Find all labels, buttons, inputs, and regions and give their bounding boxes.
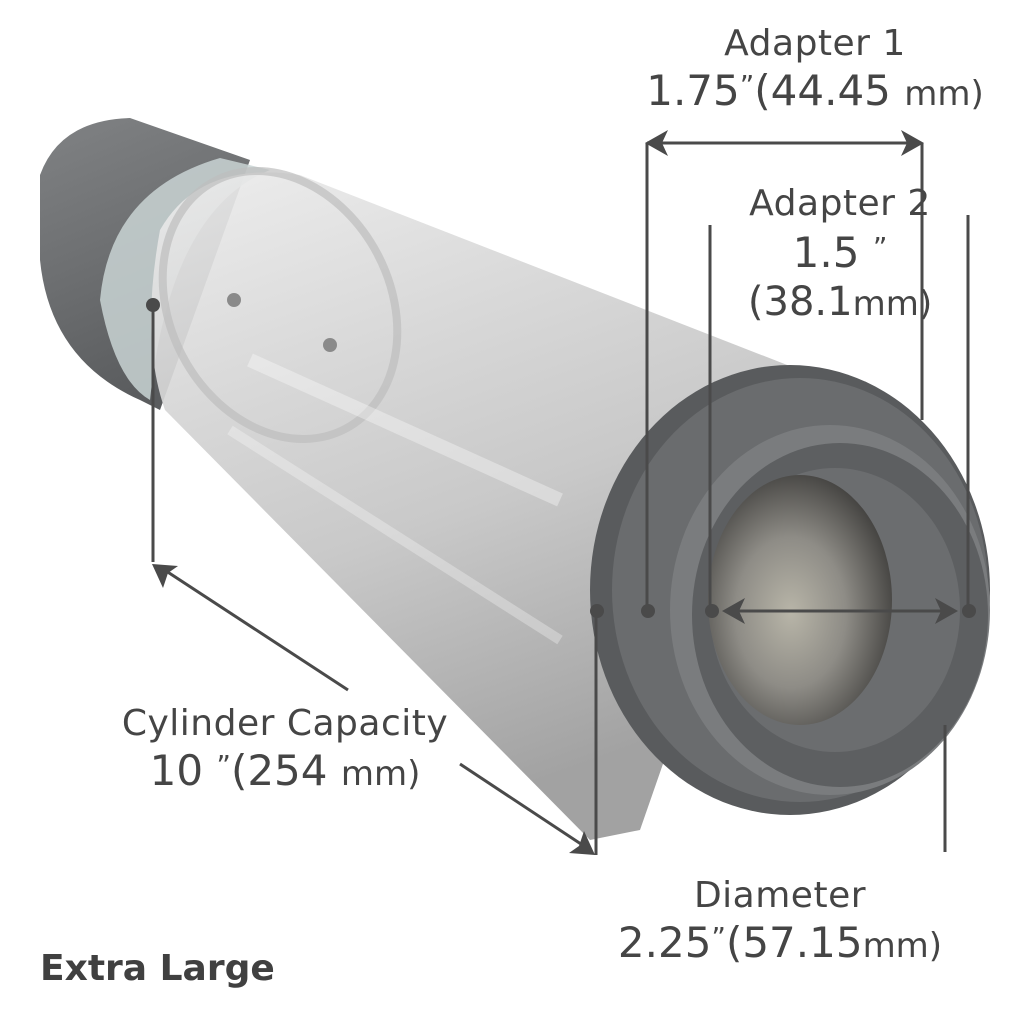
inch-mark: ” [739, 69, 755, 102]
cylinder-capacity-label: Cylinder Capacity 10 ”(254 mm) [90, 706, 480, 792]
cylinder-mm: (254 [230, 746, 328, 795]
vent-hole [323, 338, 337, 352]
mm-unit: mm) [340, 754, 421, 794]
cylinder-inches: 10 [149, 746, 204, 795]
adapter2-inches: 1.5 [792, 228, 860, 277]
cylinder-opening [708, 475, 892, 725]
inch-mark: ” [872, 231, 888, 264]
adapter1-mm: (44.45 [754, 66, 891, 115]
adapter-rings [590, 365, 990, 815]
inch-mark: ” [711, 921, 726, 954]
mm-unit: mm) [904, 74, 984, 114]
cylinder-capacity-value: 10 ”(254 mm) [90, 750, 480, 792]
adapter1-inches: 1.75 [646, 66, 740, 115]
adapter2-mm: (38.1 [747, 279, 853, 325]
adapter2-title: Adapter 2 [749, 183, 931, 224]
dimension-arrowheads [152, 130, 958, 855]
cylinder-capacity-title: Cylinder Capacity [121, 703, 449, 744]
size-label: Extra Large [40, 948, 275, 989]
mm-unit: mm) [852, 284, 933, 324]
diameter-title: Diameter [693, 875, 867, 916]
dimension-anchor-dots [146, 298, 976, 618]
inch-mark: ” [216, 749, 231, 782]
adapter1-dimension-label: Adapter 1 1.75”(44.45 mm) [635, 26, 995, 112]
vent-hole [227, 293, 241, 307]
diameter-value: 2.25”(57.15mm) [595, 922, 965, 964]
adapter1-title: Adapter 1 [724, 23, 906, 64]
diameter-mm: (57.15 [725, 918, 863, 967]
adapter2-inches-line: 1.5 ” [720, 232, 960, 274]
dimension-lines [151, 141, 970, 855]
adapter1-value: 1.75”(44.45 mm) [635, 70, 995, 112]
adapter2-dimension-label: Adapter 2 1.5 ” (38.1mm) [720, 183, 960, 323]
diameter-label: Diameter 2.25”(57.15mm) [595, 878, 965, 964]
mm-unit: mm) [862, 926, 943, 966]
adapter2-mm-line: (38.1mm) [720, 282, 960, 322]
diameter-inches: 2.25 [617, 918, 712, 967]
